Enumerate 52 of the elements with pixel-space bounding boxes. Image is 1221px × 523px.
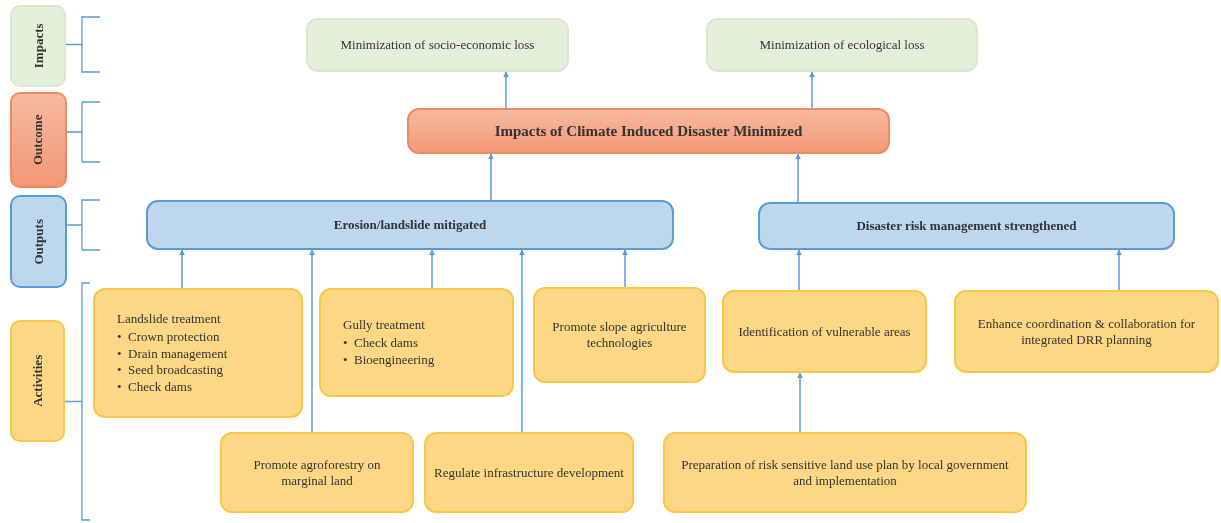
box-text: Impacts of Climate Induced Disaster Minimized <box>494 122 803 140</box>
arrow <box>809 71 815 109</box>
arrow <box>1116 249 1122 291</box>
arrow <box>622 249 628 288</box>
level-label: Outcome <box>30 114 47 166</box>
list-item: • Drain management <box>117 345 228 362</box>
arrow <box>488 153 494 201</box>
list-item: • Check dams <box>343 335 419 351</box>
output-box <box>146 200 674 250</box>
level-label: Activities <box>29 355 46 407</box>
list-item: • Seed broadcasting <box>117 362 224 378</box>
activity-box <box>954 290 1219 373</box>
level-label: Outputs <box>30 218 47 265</box>
box-text: Preparation of risk sensitive land use plan by local government and implementation <box>680 456 1010 489</box>
level-label-box <box>10 5 66 87</box>
box-text: Minimization of ecological loss <box>759 37 925 53</box>
arrow <box>309 249 315 433</box>
list-item: • Crown protection <box>117 329 221 345</box>
arrow <box>519 249 525 433</box>
list-heading: Gully treatment <box>343 316 425 333</box>
level-label-box <box>10 320 65 442</box>
box-text: Disaster risk management strengthened <box>856 218 1077 234</box>
box-text: Minimization of socio-economic loss <box>340 37 535 53</box>
level-label-box <box>10 92 67 188</box>
activity-box <box>319 288 514 397</box>
box-text: Erosion/landslide mitigated <box>333 217 487 233</box>
activity-box <box>722 290 927 373</box>
activity-box <box>663 432 1027 513</box>
box-text: Identification of vulnerable areas <box>738 323 911 340</box>
arrow <box>429 249 435 289</box>
arrow <box>503 71 509 109</box>
list-item: • Check dams <box>117 378 193 395</box>
activity-box <box>93 288 303 418</box>
level-label-box <box>10 195 67 288</box>
activity-box <box>220 432 414 513</box>
activity-box <box>424 432 634 513</box>
activity-box <box>533 287 706 383</box>
arrow <box>795 153 801 203</box>
list-item: • Bioengineering <box>343 351 435 368</box>
list-heading: Landslide treatment <box>117 310 221 327</box>
level-label: Impacts <box>30 23 46 69</box>
box-text: Promote agroforestry on marginal land <box>252 456 382 489</box>
box-text: Enhance coordination & collaboration for integrated DRR planning <box>976 315 1197 348</box>
box-text: Regulate infrastructure development <box>434 464 624 481</box>
arrow <box>179 249 185 289</box>
arrow <box>797 372 803 433</box>
box-text: Promote slope agriculture technologies <box>551 319 688 351</box>
impact-box <box>306 18 569 72</box>
arrow <box>796 249 802 291</box>
outcome-box <box>407 108 890 154</box>
output-box <box>758 202 1175 250</box>
impact-box <box>706 18 978 72</box>
